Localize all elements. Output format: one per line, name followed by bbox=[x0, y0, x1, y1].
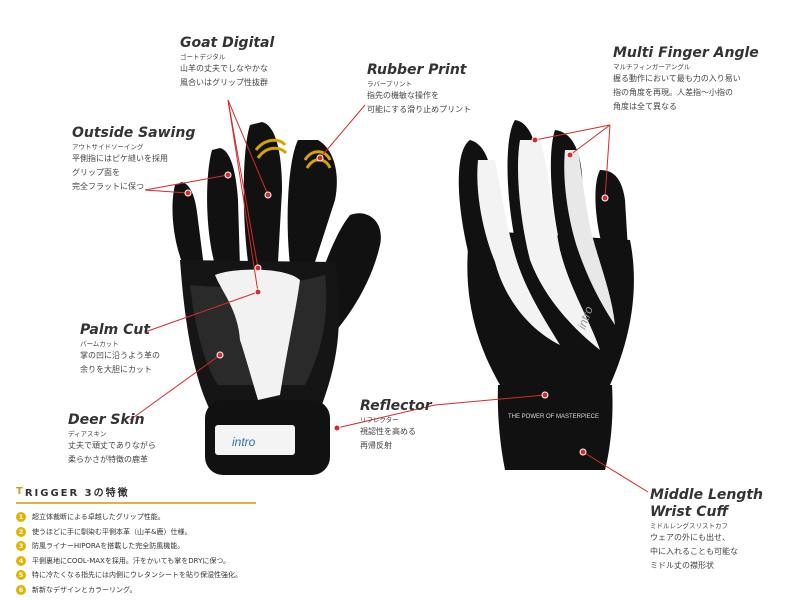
callout-rubber-print: Rubber Print ラバープリント 指先の機敏な操作を 可能にする滑り止め… bbox=[367, 62, 471, 117]
callout-desc: 丈夫で頑丈でありながら 柔らかさが特徴の鹿革 bbox=[68, 441, 156, 464]
callout-title: Palm Cut bbox=[80, 322, 151, 338]
left-glove-palm: intro bbox=[172, 122, 381, 475]
list-item-text: 超立体裁断による卓越したグリップ性能。 bbox=[32, 513, 165, 522]
list-item: 5 特に冷たくなる指先には内側にウレタンシートを貼り保湿性強化。 bbox=[16, 568, 316, 583]
callout-outside-sawing: Outside Sawing アウトサイドソーイング 平側指にはピケ縫いを採用 … bbox=[72, 125, 195, 194]
callout-desc: ウェアの外にも出せ、 中に入れることも可能な ミドル丈の襟形状 bbox=[650, 533, 738, 570]
callout-goat-digital: Goat Digital ゴートデジタル 山羊の丈夫でしなやかな 風合いはグリッ… bbox=[180, 35, 274, 90]
callout-deer-skin: Deer Skin ディアスキン 丈夫で頑丈でありながら 柔らかさが特徴の鹿革 bbox=[68, 412, 156, 467]
list-item-text: 防風ライナーHIPORAを搭載した完全防風機能。 bbox=[32, 542, 185, 551]
number-badge: 4 bbox=[16, 555, 26, 566]
callout-title: Multi Finger Angle bbox=[613, 45, 759, 61]
number-badge: 2 bbox=[16, 526, 26, 537]
list-item-text: 平側裏地にCOOL-MAXを採用。汗をかいても掌をDRYに保つ。 bbox=[32, 556, 231, 565]
list-item: 6 新新なデザインとカラーリング。 bbox=[16, 583, 316, 598]
list-item: 4 平側裏地にCOOL-MAXを採用。汗をかいても掌をDRYに保つ。 bbox=[16, 554, 316, 569]
leader-lines bbox=[129, 99, 649, 493]
trigger-heading: T RIGGER 3の特徴 bbox=[16, 484, 316, 499]
number-badge: 3 bbox=[16, 541, 26, 552]
trigger-heading-rest: RIGGER 3の特徴 bbox=[24, 488, 130, 499]
callout-kana: リフレクター bbox=[360, 416, 399, 424]
callout-kana: パームカット bbox=[80, 340, 119, 348]
trigger-heading-initial: T bbox=[16, 486, 25, 497]
callout-multi-finger-angle: Multi Finger Angle マルチフィンガーアングル 握る動作において… bbox=[613, 45, 759, 114]
trigger-divider bbox=[16, 502, 256, 504]
number-badge: 5 bbox=[16, 570, 26, 581]
callout-kana: マルチフィンガーアングル bbox=[613, 63, 691, 71]
callout-title: Rubber Print bbox=[367, 62, 467, 78]
list-item-text: 使うほどに手に馴染む平側本革（山羊&鹿）仕様。 bbox=[32, 527, 192, 536]
list-item: 2 使うほどに手に馴染む平側本革（山羊&鹿）仕様。 bbox=[16, 525, 316, 540]
cuff-band-text: THE POWER OF MASTERPIECE bbox=[508, 414, 599, 420]
list-item: 3 防風ライナーHIPORAを搭載した完全防風機能。 bbox=[16, 539, 316, 554]
callout-desc: 平側指にはピケ縫いを採用 グリップ面を 完全フラットに保つ bbox=[72, 154, 168, 191]
callout-palm-cut: Palm Cut パームカット 掌の凹に沿うよう革の 余りを大胆にカット bbox=[80, 322, 160, 377]
callout-kana: ミドルレングスリストカフ bbox=[650, 522, 728, 530]
callout-kana: アウトサイドソーイング bbox=[72, 143, 144, 151]
trigger-features: T RIGGER 3の特徴 1 超立体裁断による卓越したグリップ性能。 2 使うほど… bbox=[16, 484, 316, 597]
callout-kana: ディアスキン bbox=[68, 430, 107, 438]
callout-title: Deer Skin bbox=[68, 412, 145, 428]
callout-reflector: Reflector リフレクター 視認性を高める 再帰反射 bbox=[360, 398, 432, 453]
number-badge: 1 bbox=[16, 512, 26, 523]
cuff-brand-left: intro bbox=[232, 435, 256, 449]
callout-title: Middle Length Wrist Cuff bbox=[650, 487, 764, 520]
list-item: 1 超立体裁断による卓越したグリップ性能。 bbox=[16, 510, 316, 525]
callout-kana: ゴートデジタル bbox=[180, 53, 226, 61]
callout-title: Outside Sawing bbox=[72, 125, 196, 141]
number-badge: 6 bbox=[16, 584, 26, 595]
callout-desc: 掌の凹に沿うよう革の 余りを大胆にカット bbox=[80, 351, 160, 374]
callout-desc: 山羊の丈夫でしなやかな 風合いはグリップ性抜群 bbox=[180, 64, 268, 87]
callout-desc: 握る動作において最も力の入り易い 指の角度を再現。人差指〜小指の 角度は全て異な… bbox=[613, 74, 741, 111]
callout-title: Goat Digital bbox=[180, 35, 275, 51]
callout-kana: ラバープリント bbox=[367, 80, 413, 88]
right-glove-back: THE POWER OF MASTERPIECE intro bbox=[458, 120, 634, 470]
list-item-text: 新新なデザインとカラーリング。 bbox=[32, 585, 137, 594]
callout-desc: 視認性を高める 再帰反射 bbox=[360, 427, 416, 450]
callout-desc: 指先の機敏な操作を 可能にする滑り止めプリント bbox=[367, 91, 472, 114]
list-item-text: 特に冷たくなる指先には内側にウレタンシートを貼り保湿性強化。 bbox=[32, 571, 242, 580]
callout-wrist-cuff: Middle Length Wrist Cuff ミドルレングスリストカフ ウェ… bbox=[650, 487, 763, 573]
callout-title: Reflector bbox=[360, 398, 432, 414]
